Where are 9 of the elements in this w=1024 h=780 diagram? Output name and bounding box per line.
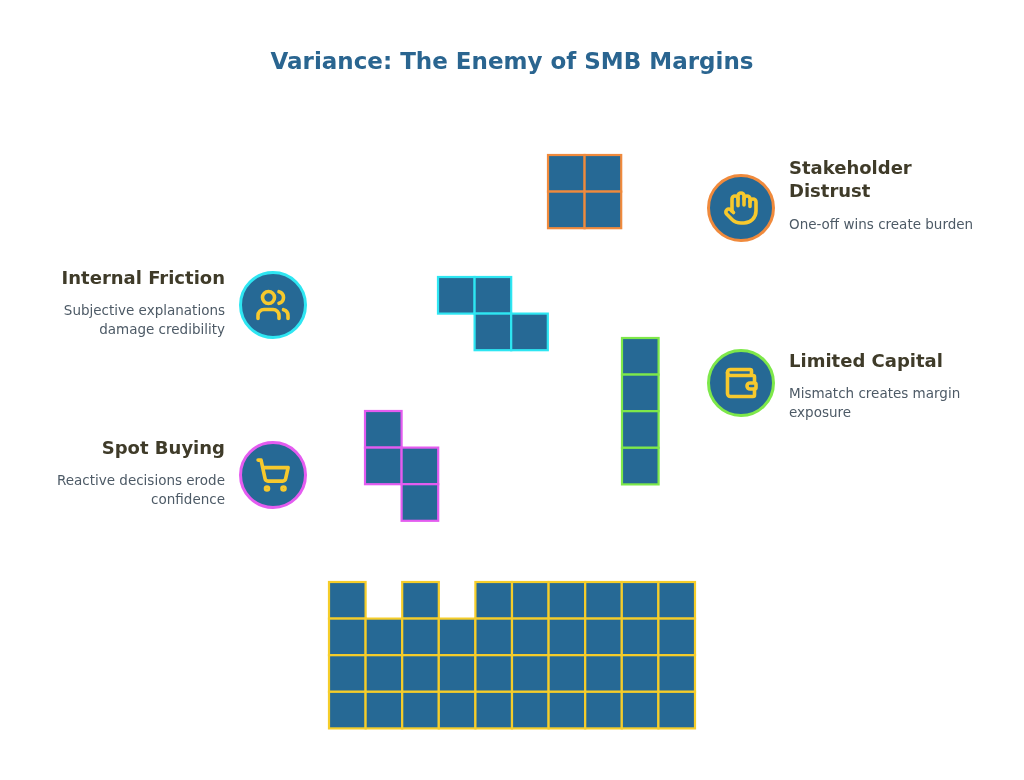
callout-description: One-off wins create burden xyxy=(789,214,975,234)
callout-description: Subjective explanations damage credibility xyxy=(62,301,225,340)
title: Variance: The Enemy of SMB Margins xyxy=(269,48,755,74)
callout-description: Reactive decisions erode confidence xyxy=(55,471,225,510)
callout-heading: Stakeholder Distrust xyxy=(789,156,913,203)
callout-heading: Internal Friction xyxy=(60,266,225,290)
callout-description: Mismatch creates margin exposure xyxy=(789,384,962,423)
callout-heading: Limited Capital xyxy=(789,349,944,373)
callout-heading: Spot Buying xyxy=(100,436,225,460)
